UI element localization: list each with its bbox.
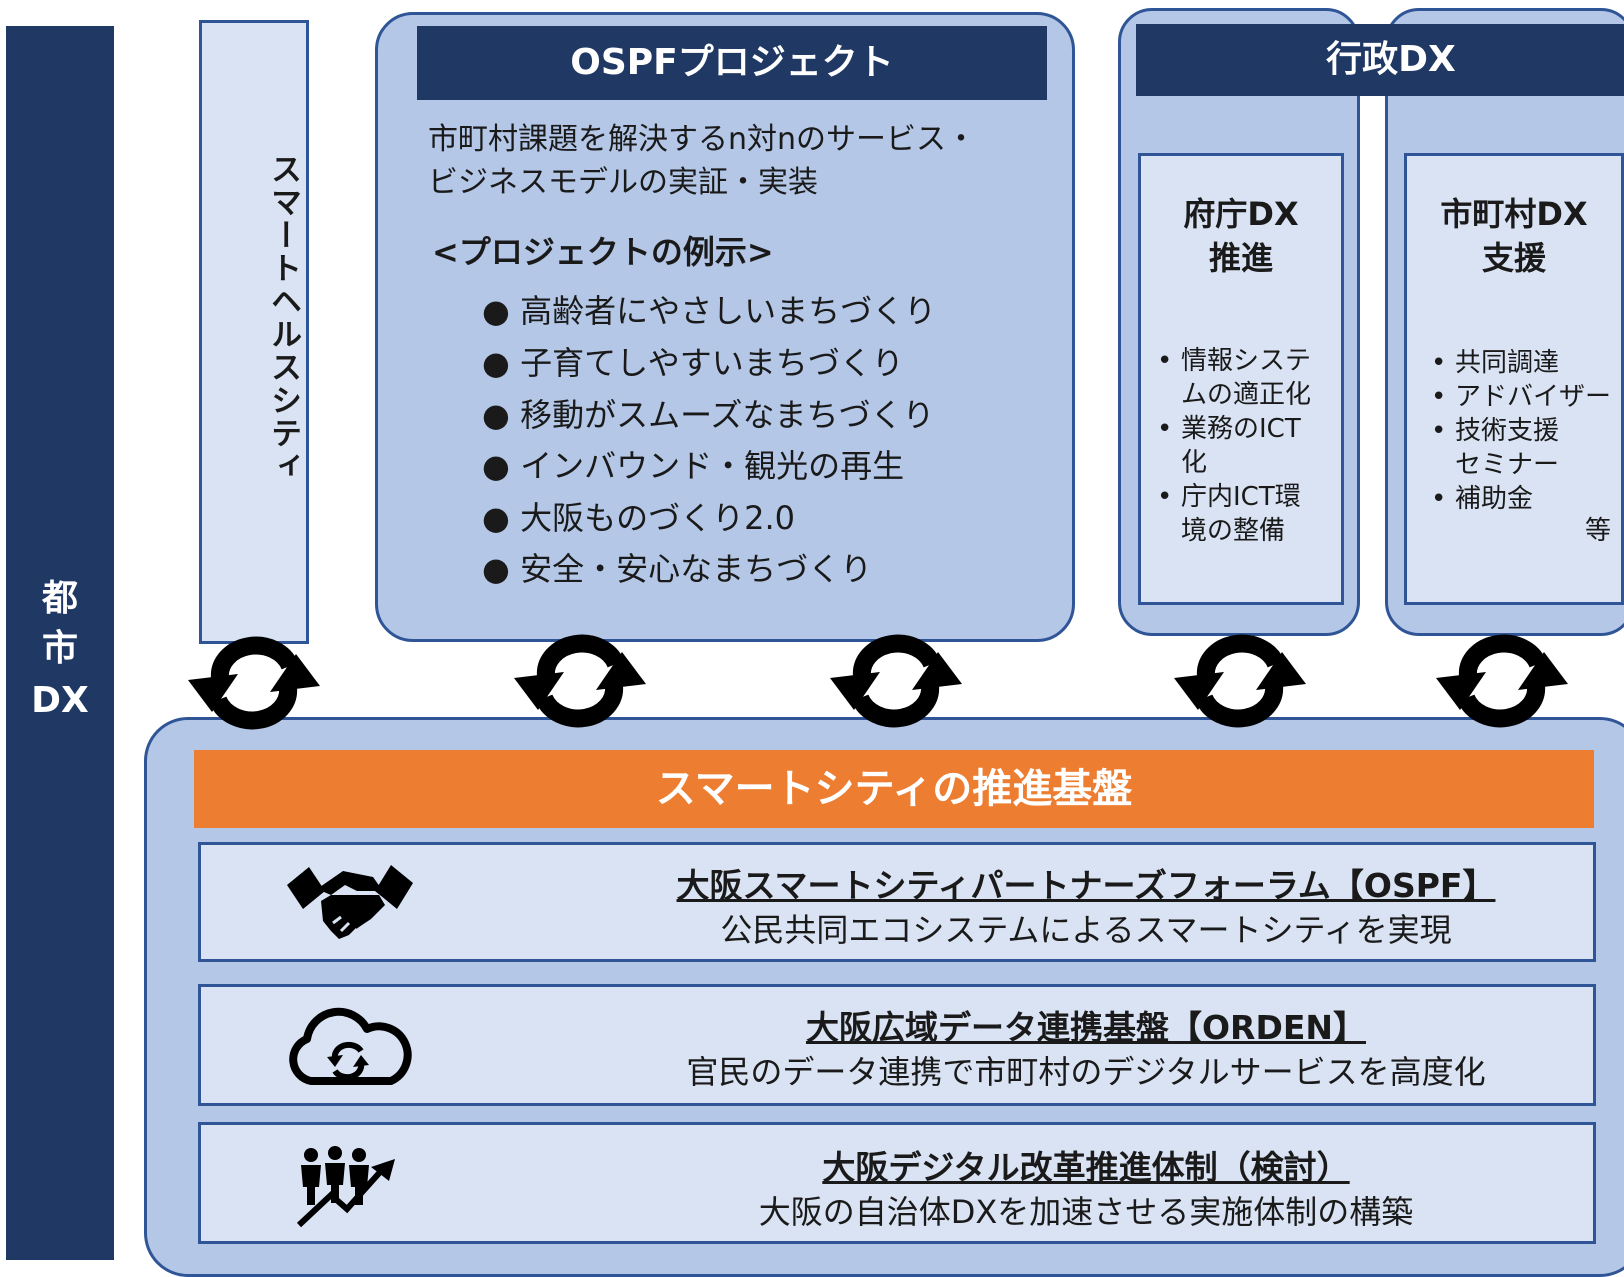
ospf-example-item: ● 大阪ものづくり2.0 bbox=[482, 499, 795, 537]
prefecture-dx-item: •庁内ICT環境の整備 bbox=[1157, 482, 1301, 546]
ospf-example-text: 安全・安心なまちづくり bbox=[520, 550, 873, 588]
foundation-row-subtitle: 大阪の自治体DXを加速させる実施体制の構築 bbox=[758, 1193, 1414, 1231]
smart-health-city-label: スマートヘルスシティ bbox=[265, 153, 301, 483]
ospf-example-item: ● インバウンド・観光の再生 bbox=[482, 447, 905, 485]
city-dx-bar: 都 市 DX bbox=[6, 26, 114, 1260]
ospf-project-description: 市町村課題を解決するn対nのサービス・ ビジネスモデルの実証・実装 bbox=[428, 118, 1068, 204]
ospf-example-item: ● 移動がスムーズなまちづくり bbox=[482, 396, 935, 434]
foundation-row-ospf: 大阪スマートシティパートナーズフォーラム【OSPF】 公民共同エコシステムによる… bbox=[198, 842, 1596, 962]
foundation-row-subtitle: 官民のデータ連携で市町村のデジタルサービスを高度化 bbox=[686, 1053, 1486, 1091]
municipality-dx-item: •共同調達 bbox=[1431, 348, 1560, 378]
ospf-example-item: ● 安全・安心なまちづくり bbox=[482, 550, 873, 588]
sync-icon bbox=[830, 634, 962, 728]
municipality-dx-title-1: 市町村DX bbox=[1440, 195, 1588, 233]
foundation-row-title: 大阪スマートシティパートナーズフォーラム【OSPF】 bbox=[676, 866, 1496, 905]
ospf-example-text: 高齢者にやさしいまちづくり bbox=[520, 292, 937, 330]
sync-icon bbox=[514, 634, 646, 728]
handshake-icon bbox=[287, 865, 413, 939]
sync-icon bbox=[1436, 634, 1568, 728]
municipality-dx-box: 市町村DX 支援 •共同調達 •アドバイザー •技術支援セミナー •補助金 等 bbox=[1404, 153, 1624, 605]
ospf-description-line-2: ビジネスモデルの実証・実装 bbox=[428, 165, 818, 200]
prefecture-dx-title-1: 府庁DX bbox=[1183, 195, 1299, 233]
ospf-project-panel bbox=[375, 12, 1075, 642]
foundation-row-subtitle: 公民共同エコシステムによるスマートシティを実現 bbox=[720, 911, 1452, 949]
municipality-dx-item: •補助金 bbox=[1431, 484, 1534, 514]
sync-icon bbox=[188, 636, 320, 730]
cloud-sync-icon bbox=[289, 1007, 412, 1085]
city-dx-label-3: DX bbox=[31, 680, 89, 721]
ospf-example-text: 子育てしやすいまちづくり bbox=[520, 344, 904, 382]
sync-icon bbox=[1174, 634, 1306, 728]
municipality-dx-etc: 等 bbox=[1584, 516, 1611, 546]
team-growth-icon bbox=[297, 1146, 395, 1228]
municipality-dx-title-2: 支援 bbox=[1481, 239, 1546, 277]
municipality-dx-item: •アドバイザー bbox=[1431, 382, 1612, 412]
foundation-title: スマートシティの推進基盤 bbox=[194, 750, 1594, 828]
ospf-example-text: インバウンド・観光の再生 bbox=[520, 447, 905, 485]
ospf-example-item: ● 子育てしやすいまちづくり bbox=[482, 344, 904, 382]
foundation-row-reform: 大阪デジタル改革推進体制（検討） 大阪の自治体DXを加速させる実施体制の構築 bbox=[198, 1122, 1596, 1244]
prefecture-dx-title-2: 推進 bbox=[1208, 239, 1273, 277]
ospf-example-text: 大阪ものづくり2.0 bbox=[520, 499, 795, 537]
city-dx-label-2: 市 bbox=[41, 628, 78, 669]
foundation-row-title: 大阪デジタル改革推進体制（検討） bbox=[822, 1148, 1350, 1187]
ospf-description-line-1: 市町村課題を解決するn対nのサービス・ bbox=[428, 122, 977, 157]
city-dx-label-1: 都 bbox=[41, 578, 78, 619]
smart-health-city-box: スマートヘルスシティ bbox=[199, 20, 309, 644]
foundation-row-orden: 大阪広域データ連携基盤【ORDEN】 官民のデータ連携で市町村のデジタルサービス… bbox=[198, 984, 1596, 1106]
admin-dx-title: 行政DX bbox=[1136, 24, 1624, 96]
ospf-example-text: 移動がスムーズなまちづくり bbox=[520, 396, 935, 434]
prefecture-dx-item: •情報システムの適正化 bbox=[1157, 346, 1312, 410]
ospf-example-item: ● 高齢者にやさしいまちづくり bbox=[482, 292, 937, 330]
foundation-row-title: 大阪広域データ連携基盤【ORDEN】 bbox=[805, 1008, 1367, 1047]
ospf-examples-heading: <プロジェクトの例示> bbox=[432, 233, 774, 271]
ospf-project-title: OSPFプロジェクト bbox=[417, 26, 1047, 100]
municipality-dx-item: •技術支援セミナー bbox=[1431, 416, 1560, 480]
